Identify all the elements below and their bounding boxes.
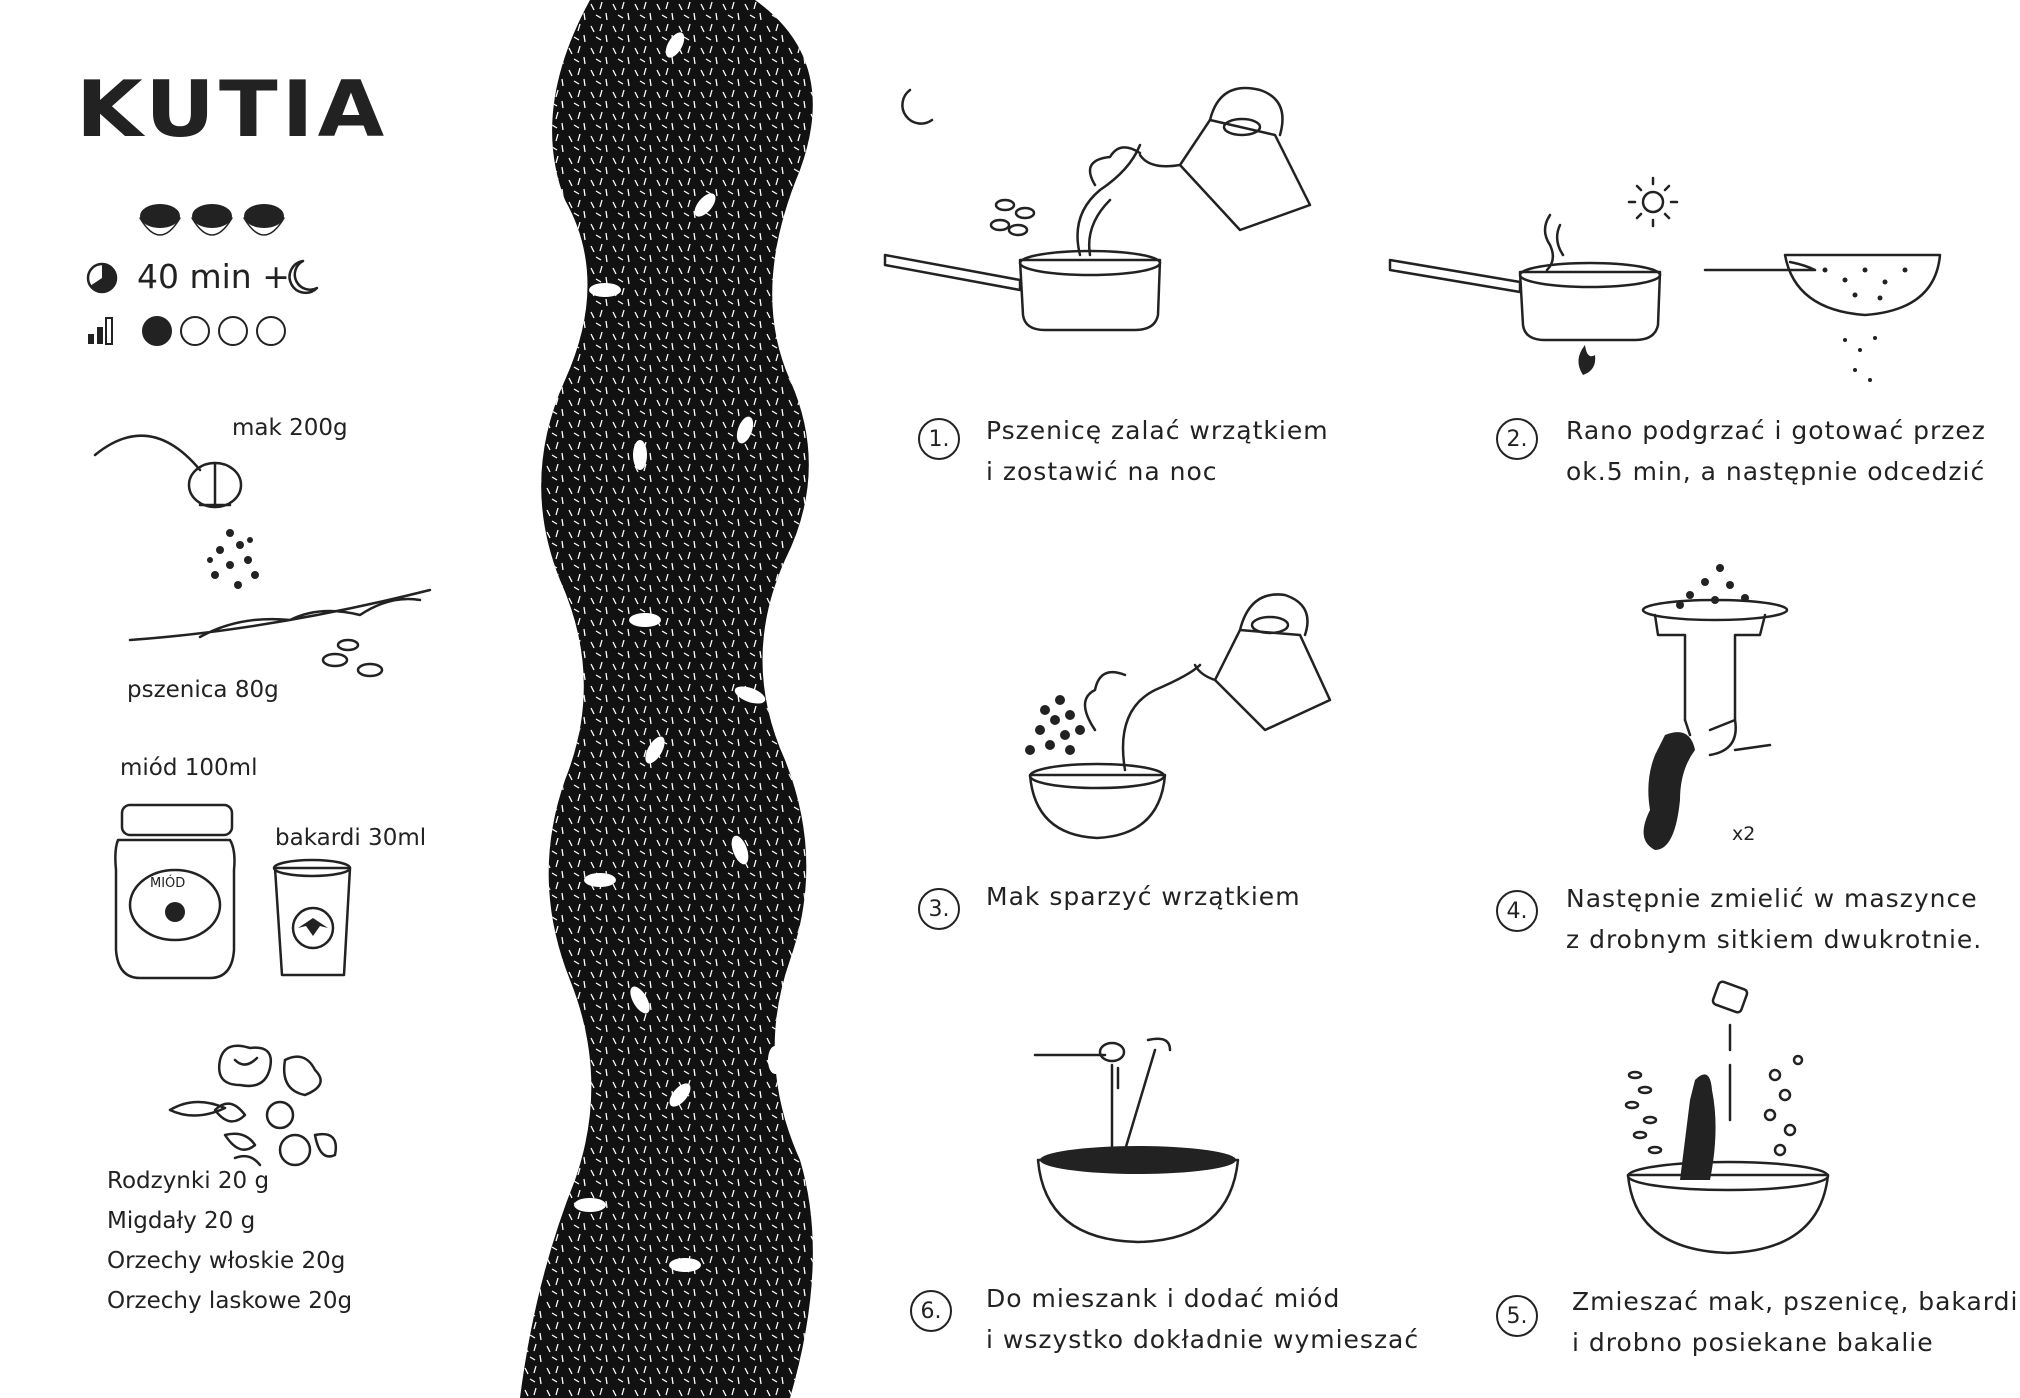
- step-text: Pszenicę zalać wrzątkiem i zostawić na n…: [986, 410, 1329, 492]
- moon-icon: [288, 259, 319, 295]
- step-line: z drobnym sitkiem dwukrotnie.: [1566, 925, 1983, 954]
- step-line: Zmieszać mak, pszenicę, bakardi: [1572, 1287, 2019, 1316]
- ingredient-hazelnuts: Orzechy laskowe 20g: [107, 1288, 353, 1314]
- step-line: Rano podgrzać i gotować przez: [1566, 416, 1986, 445]
- step-6-illustration: [1033, 1037, 1240, 1244]
- ingredient-honey: miód 100ml: [120, 755, 258, 781]
- ingredient-almonds: Migdały 20 g: [107, 1208, 256, 1234]
- step-text: Następnie zmielić w maszynce z drobnym s…: [1566, 878, 1982, 960]
- sun-icon: [1627, 176, 1679, 228]
- difficulty-rating: [142, 316, 286, 346]
- step-line: Do mieszank i dodać miód: [986, 1284, 1341, 1313]
- step-text: Mak sparzyć wrzątkiem: [986, 876, 1301, 917]
- nuts-illustration: [168, 1044, 338, 1167]
- step-number: 4.: [1496, 890, 1538, 932]
- honey-jar-and-glass-illustration: MIÓD: [114, 803, 352, 980]
- step-3-illustration: [1025, 593, 1332, 840]
- step-number: 1.: [918, 418, 960, 460]
- ingredient-rum: bakardi 30ml: [275, 825, 427, 851]
- servings-bowls-icon: [139, 204, 285, 236]
- difficulty-icon: [88, 317, 113, 345]
- step-5-illustration: [1624, 980, 1830, 1255]
- decorative-poppy-wave: [520, 0, 813, 1398]
- step-number: 5.: [1496, 1295, 1538, 1337]
- step-line: Pszenicę zalać wrzątkiem: [986, 416, 1329, 445]
- step-line: ok.5 min, a następnie odcedzić: [1566, 457, 1986, 486]
- step-line: Następnie zmielić w maszynce: [1566, 884, 1978, 913]
- poppy-wheat-illustration: [93, 434, 432, 678]
- moon-icon: [901, 88, 934, 125]
- step-text: Zmieszać mak, pszenicę, bakardi i drobno…: [1572, 1281, 2018, 1363]
- step-text: Rano podgrzać i gotować przez ok.5 min, …: [1566, 410, 1986, 492]
- ingredient-raisins: Rodzynki 20 g: [107, 1168, 270, 1194]
- step-number: 2.: [1496, 418, 1538, 460]
- nuts-list: Rodzynki 20 g Migdały 20 g Orzechy włosk…: [107, 1168, 352, 1328]
- step-line: Mak sparzyć wrzątkiem: [986, 882, 1301, 911]
- step-4-illustration: [1641, 564, 1789, 850]
- difficulty-dot-empty: [218, 316, 248, 346]
- honey-jar-label: MIÓD: [150, 875, 185, 891]
- step-2-illustration: [1388, 176, 1942, 382]
- clock-icon: [86, 262, 118, 294]
- step-number: 3.: [918, 888, 960, 930]
- ingredient-walnuts: Orzechy włoskie 20g: [107, 1248, 346, 1274]
- step-1-illustration: [883, 86, 1312, 332]
- difficulty-dot-empty: [256, 316, 286, 346]
- step-line: i zostawić na noc: [986, 457, 1218, 486]
- step-text: Do mieszank i dodać miód i wszystko dokł…: [986, 1278, 1419, 1360]
- repeat-count: x2: [1732, 823, 1756, 845]
- recipe-title: KUTIA: [76, 65, 389, 155]
- step-number: 6.: [910, 1290, 952, 1332]
- prep-time: 40 min +: [137, 257, 290, 296]
- step-line: i drobno posiekane bakalie: [1572, 1328, 1934, 1357]
- difficulty-dot-empty: [180, 316, 210, 346]
- difficulty-dot-filled: [142, 316, 172, 346]
- ingredient-poppy: mak 200g: [232, 415, 348, 441]
- step-line: i wszystko dokładnie wymieszać: [986, 1325, 1420, 1354]
- ingredient-wheat: pszenica 80g: [127, 677, 279, 703]
